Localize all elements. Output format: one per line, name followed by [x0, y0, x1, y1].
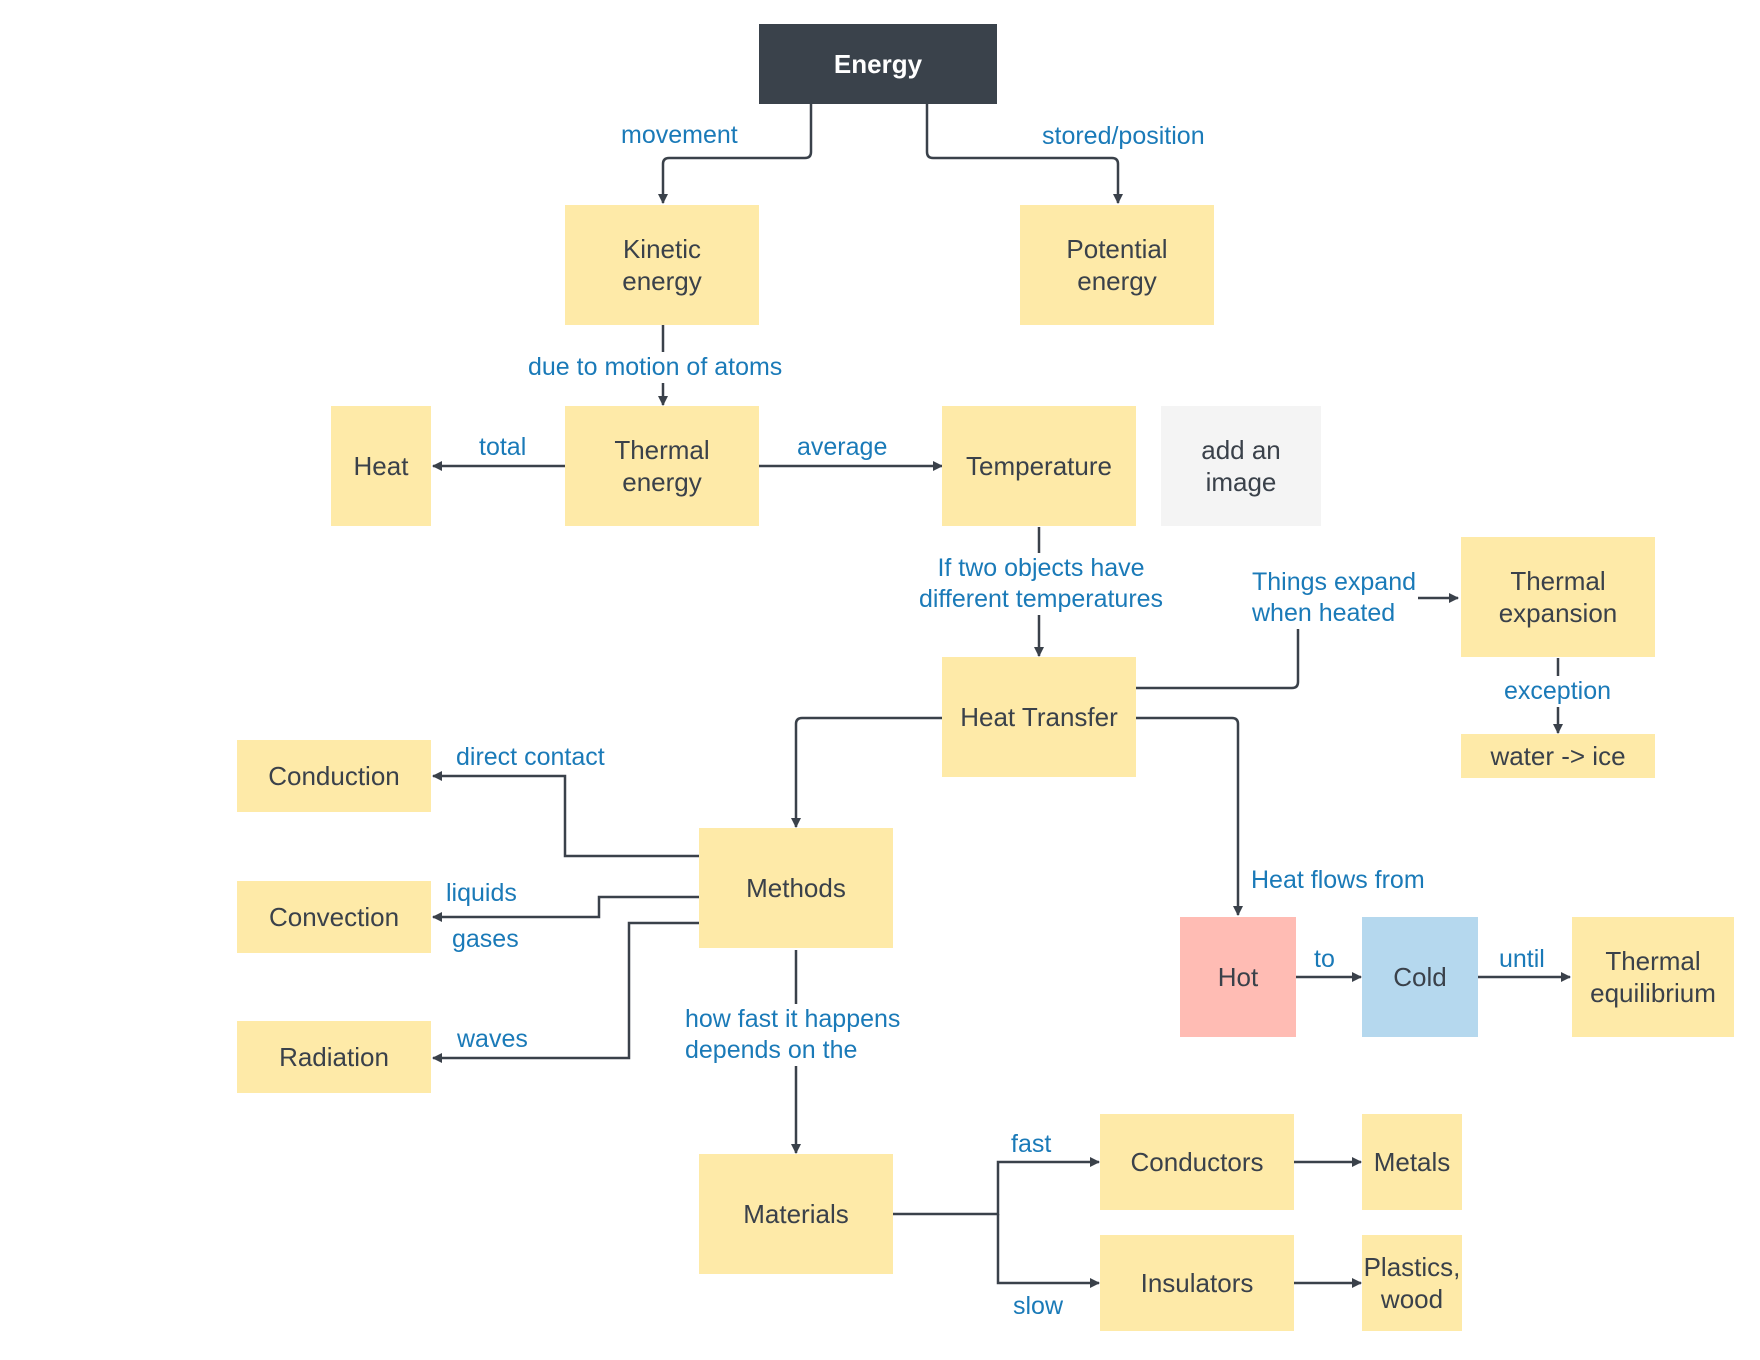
node-heat-transfer[interactable]: Heat Transfer [942, 657, 1136, 777]
label-slow: slow [1011, 1291, 1066, 1322]
node-kinetic-energy[interactable]: Kinetic energy [565, 205, 759, 325]
edge-energy-potential [925, 104, 1123, 204]
label-gases: gases [450, 924, 521, 955]
node-radiation[interactable]: Radiation [237, 1021, 431, 1093]
node-materials[interactable]: Materials [699, 1154, 893, 1274]
edge-methods-conduction [432, 771, 699, 858]
node-hot[interactable]: Hot [1180, 917, 1296, 1037]
node-plastics-wood[interactable]: Plastics, wood [1362, 1235, 1462, 1331]
edge-energy-kinetic [658, 104, 813, 204]
node-methods[interactable]: Methods [699, 828, 893, 948]
edge-materials-conductors [892, 1157, 1100, 1216]
label-liquids: liquids [444, 878, 519, 909]
node-water-ice[interactable]: water -> ice [1461, 734, 1655, 778]
edge-heattransfer-hot [1134, 716, 1243, 916]
edge-methods-convection [432, 895, 699, 922]
node-thermal-energy[interactable]: Thermal energy [565, 406, 759, 526]
label-waves: waves [455, 1024, 530, 1055]
label-things-expand: Things expand when heated [1250, 567, 1419, 629]
label-heat-flows: Heat flows from [1249, 865, 1427, 896]
label-fast: fast [1009, 1129, 1054, 1160]
label-until: until [1497, 944, 1547, 975]
label-two-objects: If two objects have different temperatur… [902, 553, 1180, 615]
node-conductors[interactable]: Conductors [1100, 1114, 1294, 1210]
node-potential-energy[interactable]: Potential energy [1020, 205, 1214, 325]
node-heat[interactable]: Heat [331, 406, 431, 526]
label-due-to-motion: due to motion of atoms [526, 352, 785, 383]
node-convection[interactable]: Convection [237, 881, 431, 953]
node-cold[interactable]: Cold [1362, 917, 1478, 1037]
label-stored-position: stored/position [1040, 121, 1207, 152]
label-how-fast: how fast it happens depends on the [683, 1004, 903, 1066]
node-temperature[interactable]: Temperature [942, 406, 1136, 526]
edge-heattransfer-expansion [1134, 593, 1459, 690]
label-to: to [1312, 944, 1337, 975]
edge-materials-insulators [996, 1214, 1100, 1288]
node-insulators[interactable]: Insulators [1100, 1235, 1294, 1331]
label-average: average [795, 432, 890, 463]
edge-heattransfer-methods [791, 716, 942, 828]
node-thermal-expansion[interactable]: Thermal expansion [1461, 537, 1655, 657]
label-exception: exception [1502, 676, 1614, 707]
node-energy[interactable]: Energy [759, 24, 997, 104]
edge-methods-radiation [432, 921, 699, 1063]
image-placeholder[interactable]: add an image [1161, 406, 1321, 526]
node-metals[interactable]: Metals [1362, 1114, 1462, 1210]
node-thermal-equilibrium[interactable]: Thermal equilibrium [1572, 917, 1734, 1037]
label-movement: movement [619, 120, 740, 151]
label-direct-contact: direct contact [454, 742, 607, 773]
label-total: total [477, 432, 529, 463]
node-conduction[interactable]: Conduction [237, 740, 431, 812]
